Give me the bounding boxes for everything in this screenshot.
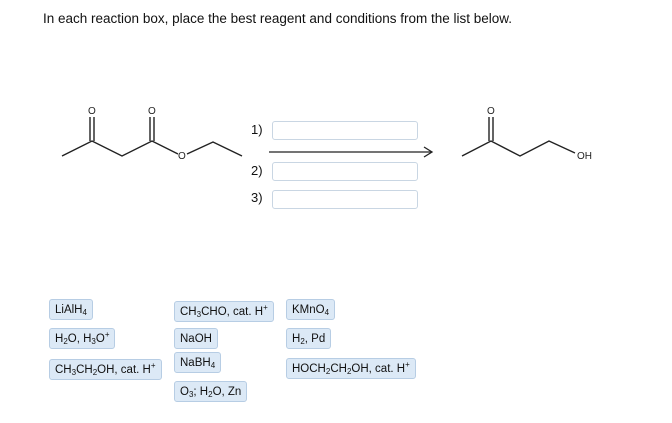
reactant-ester-oxygen: O [178, 151, 186, 162]
product-molecule [461, 117, 576, 157]
reaction-box-step-2[interactable] [272, 162, 418, 181]
reactant-ester-carbonyl-oxygen: O [148, 106, 156, 117]
reaction-box-step-1[interactable] [272, 121, 418, 140]
reagent-chip-h2-pd[interactable]: H2, Pd [286, 328, 332, 349]
reagent-chip-nabh4[interactable]: NaBH4 [174, 352, 222, 373]
reagent-chip-kmno4[interactable]: KMnO4 [286, 299, 336, 320]
reactant-ketone-oxygen: O [88, 106, 96, 117]
reagent-chip-acetaldehyde-acid[interactable]: CH3CHO, cat. H+ [174, 301, 274, 322]
reaction-box-step-3[interactable] [272, 190, 418, 209]
reactant-molecule [61, 117, 243, 157]
reagent-chip-lialh4[interactable]: LiAlH4 [49, 299, 93, 320]
reaction-arrow [269, 146, 434, 158]
reagent-chip-naoh[interactable]: NaOH [174, 328, 218, 349]
product-ketone-oxygen: O [487, 106, 495, 117]
step-label-2: 2) [251, 163, 263, 178]
reagent-chip-ethanol-acid[interactable]: CH3CH2OH, cat. H+ [49, 359, 162, 380]
reagent-chip-ethylene-glycol-acid[interactable]: HOCH2CH2OH, cat. H+ [286, 358, 416, 379]
step-label-3: 3) [251, 190, 263, 205]
step-label-1: 1) [251, 122, 263, 137]
product-hydroxyl-group: OH [577, 151, 592, 162]
reagent-chip-ozonolysis[interactable]: O3; H2O, Zn [174, 381, 248, 402]
instruction-text: In each reaction box, place the best rea… [43, 11, 513, 26]
reagent-chip-h2o-h3o[interactable]: H2O, H3O+ [49, 328, 116, 349]
